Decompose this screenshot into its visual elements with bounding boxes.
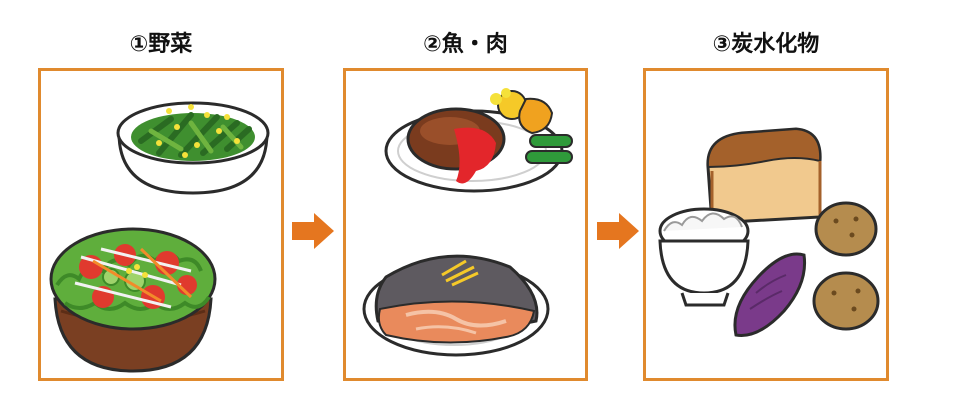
grilled-fish-plate — [362, 254, 550, 357]
potatoes — [812, 201, 880, 331]
spinach-bowl — [116, 101, 270, 195]
vegetable-illustration — [49, 101, 270, 373]
carbohydrate-illustration — [658, 127, 880, 337]
hamburg-steak-plate — [384, 88, 573, 193]
sweet-potato — [733, 252, 807, 337]
arrow-right-icon — [595, 211, 641, 251]
step-3-title: ③炭水化物 — [712, 32, 820, 57]
rice-bowl — [658, 207, 750, 307]
salad-bowl — [49, 227, 217, 373]
arrow-right-icon — [290, 211, 336, 251]
step-1-title: ①野菜 — [129, 32, 193, 57]
fish-meat-illustration — [362, 88, 573, 357]
bread-loaf — [706, 127, 822, 225]
step-2-title: ②魚・肉 — [423, 32, 508, 57]
step-3-panel — [643, 68, 889, 381]
step-2-panel — [343, 68, 588, 381]
step-1-panel — [38, 68, 284, 381]
